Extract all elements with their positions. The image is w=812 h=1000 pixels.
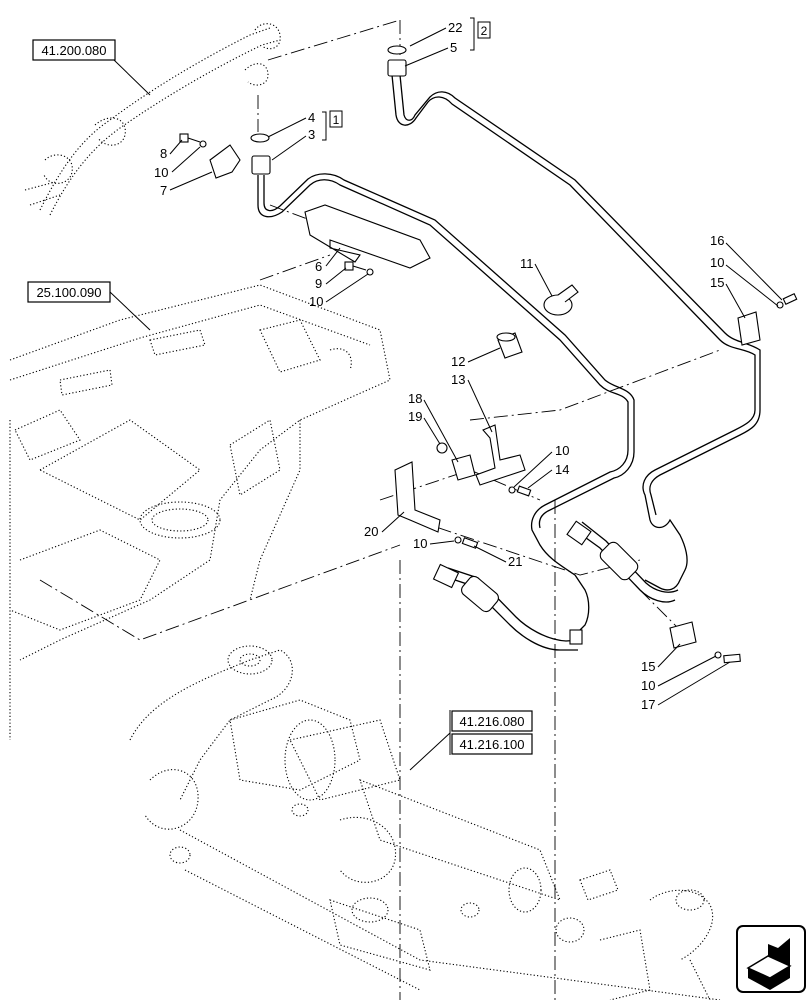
bolt-21 xyxy=(454,536,479,549)
callout-9: 9 xyxy=(315,276,322,291)
hose-assembly-right xyxy=(566,520,679,603)
callout-10: 10 xyxy=(413,536,427,551)
callout-4: 4 xyxy=(308,110,315,125)
assembly-lines xyxy=(39,19,721,1000)
callout-11: 11 xyxy=(520,256,534,271)
sleeve-12 xyxy=(496,332,523,359)
hydraulic-pipe-short xyxy=(257,173,635,633)
group-bracket-1: 1 xyxy=(322,110,343,141)
callout-19: 19 xyxy=(408,409,422,424)
reference-leader xyxy=(409,732,451,771)
reference-box-41-200-080[interactable]: 41.200.080 xyxy=(32,39,116,61)
reference-label: 41.216.100 xyxy=(459,737,524,752)
bolt-14 xyxy=(508,485,532,497)
group-number: 2 xyxy=(481,24,488,38)
bolt-16 xyxy=(776,293,798,309)
nut-19 xyxy=(436,442,448,454)
callout-6: 6 xyxy=(315,259,322,274)
reference-box-41-216-080[interactable]: 41.216.080 xyxy=(451,710,533,732)
reference-label: 41.216.080 xyxy=(459,714,524,729)
callout-10: 10 xyxy=(154,165,168,180)
callout-10: 10 xyxy=(641,678,655,693)
callout-16: 16 xyxy=(710,233,724,248)
reference-leader xyxy=(109,291,151,331)
callout-7: 7 xyxy=(160,183,167,198)
reference-leader xyxy=(113,59,151,96)
callout-10: 10 xyxy=(309,294,323,309)
callouts: 22 5 4 3 8 10 7 6 9 10 11 12 13 18 19 10… xyxy=(154,20,783,712)
callout-10: 10 xyxy=(710,255,724,270)
callout-20: 20 xyxy=(364,524,378,539)
bracket-6 xyxy=(304,204,431,269)
group-bracket-2: 2 xyxy=(470,17,491,51)
callout-10: 10 xyxy=(555,443,569,458)
group-number: 1 xyxy=(333,113,340,127)
callout-12: 12 xyxy=(451,354,465,369)
bracket-15-upper xyxy=(737,311,761,346)
callout-3: 3 xyxy=(308,127,315,142)
clamp-11 xyxy=(543,284,579,316)
reference-label: 41.200.080 xyxy=(41,43,106,58)
bracket-18 xyxy=(451,454,476,481)
callout-5: 5 xyxy=(450,40,457,55)
callout-18: 18 xyxy=(408,391,422,406)
bracket-20 xyxy=(394,461,441,533)
callout-22: 22 xyxy=(448,20,462,35)
callout-15: 15 xyxy=(710,275,724,290)
next-page-arrow-icon[interactable] xyxy=(736,925,806,993)
callout-8: 8 xyxy=(160,146,167,161)
steering-hose-assembly-top-left xyxy=(24,23,281,216)
reference-label: 25.100.090 xyxy=(36,285,101,300)
fitting-top xyxy=(387,45,407,77)
callout-15: 15 xyxy=(641,659,655,674)
callout-14: 14 xyxy=(555,462,569,477)
hydraulic-pipe-long xyxy=(391,74,761,591)
front-axle-support-frame xyxy=(9,284,391,740)
callout-13: 13 xyxy=(451,372,465,387)
reference-box-25-100-090[interactable]: 25.100.090 xyxy=(27,281,111,303)
clamp-7 xyxy=(209,144,241,179)
front-axle-assembly xyxy=(129,645,721,1000)
bracket-13 xyxy=(475,424,526,486)
reference-box-41-216-100[interactable]: 41.216.100 xyxy=(451,733,533,755)
bolt-8 xyxy=(179,133,207,148)
fitting-left xyxy=(250,133,271,175)
hose-assembly-lower xyxy=(432,563,583,651)
bolt-17 xyxy=(714,651,741,664)
bracket-15-lower xyxy=(669,621,697,649)
bolt-9 xyxy=(344,261,374,276)
callout-21: 21 xyxy=(508,554,522,569)
callout-17: 17 xyxy=(641,697,655,712)
